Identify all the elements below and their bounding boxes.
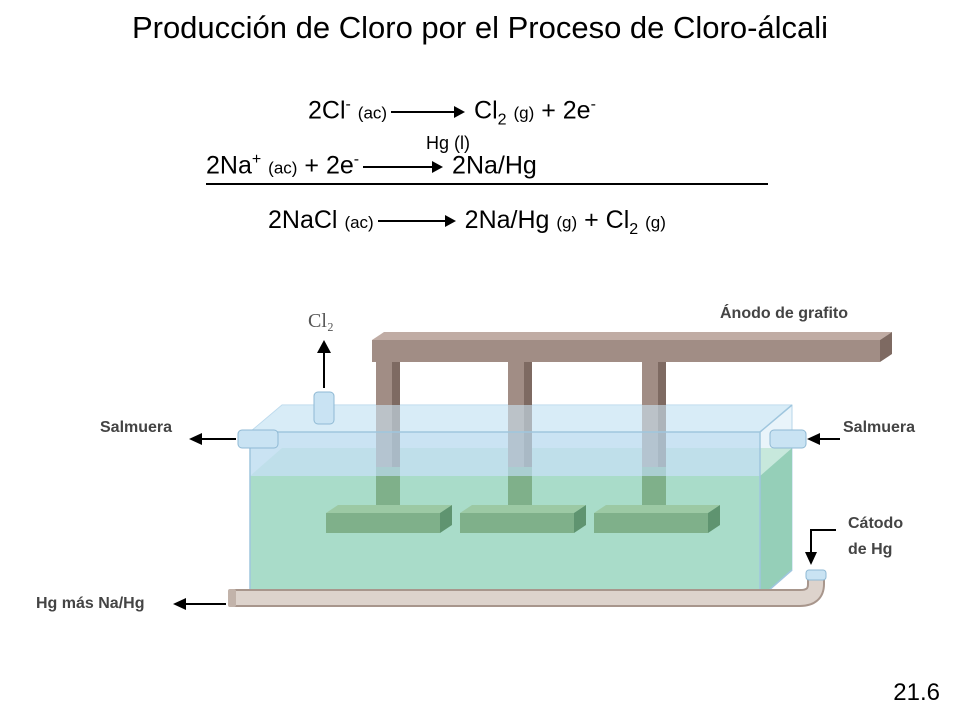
electrolysis-cell-diagram (173, 332, 892, 610)
tank-edge (759, 404, 793, 433)
flow-arrows (173, 340, 840, 610)
brine-right-label: Salmuera (843, 419, 916, 436)
eq3-rhs-a-state: (g) (556, 213, 578, 232)
eq2-rhs: 2Na/Hg (452, 151, 537, 180)
brine-pipes (237, 391, 807, 449)
mercury-pipe-end (228, 589, 236, 607)
eq3-arrow (377, 215, 456, 228)
eq2-arrow (363, 160, 444, 173)
eq3-rhs-b: + Cl (584, 206, 630, 234)
cathode-arrow-line (810, 529, 836, 554)
equation-2: 2Na+ (ac) + 2e- 2Na/Hg (206, 145, 537, 183)
anode-plate-1 (326, 513, 440, 533)
outlet-label: Hg más Na/Hg (36, 595, 145, 612)
anode-bar (372, 340, 880, 362)
mercury-inlet (805, 569, 827, 581)
anode-plate-3 (594, 513, 708, 533)
cl2-arrow-head (317, 340, 331, 353)
tank-glass (249, 404, 793, 599)
eq3-rhs-a: 2Na/Hg (464, 206, 550, 234)
cl2-label: Cl₂ (308, 310, 334, 332)
liquid-side (760, 448, 792, 598)
page-title: Producción de Cloro por el Proceso de Cl… (131, 10, 829, 45)
eq1-rhs-a: Cl (474, 96, 498, 125)
page-number: 21.6 (893, 679, 940, 706)
eq3-lhs: 2NaCl (268, 206, 338, 234)
eq1-rhs-b: + 2e (541, 96, 591, 125)
eq1-arrow (391, 105, 466, 118)
brine-left-label: Salmuera (100, 419, 173, 436)
brine-pipe-right (769, 429, 807, 449)
cathode-label-line1: Cátodo (848, 515, 904, 532)
brine-out-arrow-head (189, 433, 202, 445)
anode-bar-top (372, 332, 892, 340)
eq2-lhs-b-charge: - (353, 151, 360, 168)
anode-plate-1-top (326, 505, 452, 513)
eq3-rhs-b-state: (g) (645, 213, 666, 232)
brine-pipe-left (237, 429, 279, 449)
eq1-lhs-charge: - (345, 96, 351, 113)
anode-plate-1-side (440, 505, 452, 533)
liquid-body (250, 476, 760, 598)
eq3-lhs-state: (ac) (344, 213, 374, 232)
mercury-pipe-fill (232, 574, 823, 605)
eq2-lhs-a: 2Na (206, 151, 252, 180)
anode-plate-2 (460, 513, 574, 533)
anode-plate-3-top (594, 505, 720, 513)
cl2-outlet-pipe (313, 391, 335, 425)
mercury-pipe (228, 569, 827, 607)
equation-3: 2NaCl (ac) 2Na/Hg (g) + Cl2 (g) (268, 205, 666, 245)
sum-rule (206, 183, 768, 185)
anode-plate-2-side (574, 505, 586, 533)
eq2-lhs-a-charge: + (251, 151, 262, 168)
eq1-lhs: 2Cl (308, 96, 346, 125)
eq2-catalyst-label: Hg (l) (426, 133, 470, 153)
anode-plate-2-top (460, 505, 586, 513)
eq2-lhs-a-state: (ac) (268, 158, 298, 178)
eq1-rhs-a-sub: 2 (497, 111, 507, 129)
outlet-arrow-head (173, 598, 186, 610)
cathode-arrow-head (805, 552, 817, 565)
tank-glass-front-top (250, 432, 760, 476)
eq1-lhs-state: (ac) (357, 103, 388, 123)
eq1-rhs-b-charge: - (590, 96, 596, 113)
anode-plate-3-side (708, 505, 720, 533)
eq2-lhs-b: + 2e (304, 151, 354, 180)
anode-label: Ánodo de grafito (720, 305, 848, 322)
brine-in-arrow-head (807, 433, 820, 445)
eq3-rhs-b-sub: 2 (629, 221, 639, 238)
eq1-rhs-a-state: (g) (513, 103, 535, 123)
tank-glass-top (250, 405, 792, 432)
equation-1: 2Cl- (ac) Cl2 (g) + 2e- (308, 90, 596, 135)
anode-bar-end (880, 332, 892, 362)
cathode-label-line2: de Hg (848, 541, 893, 558)
